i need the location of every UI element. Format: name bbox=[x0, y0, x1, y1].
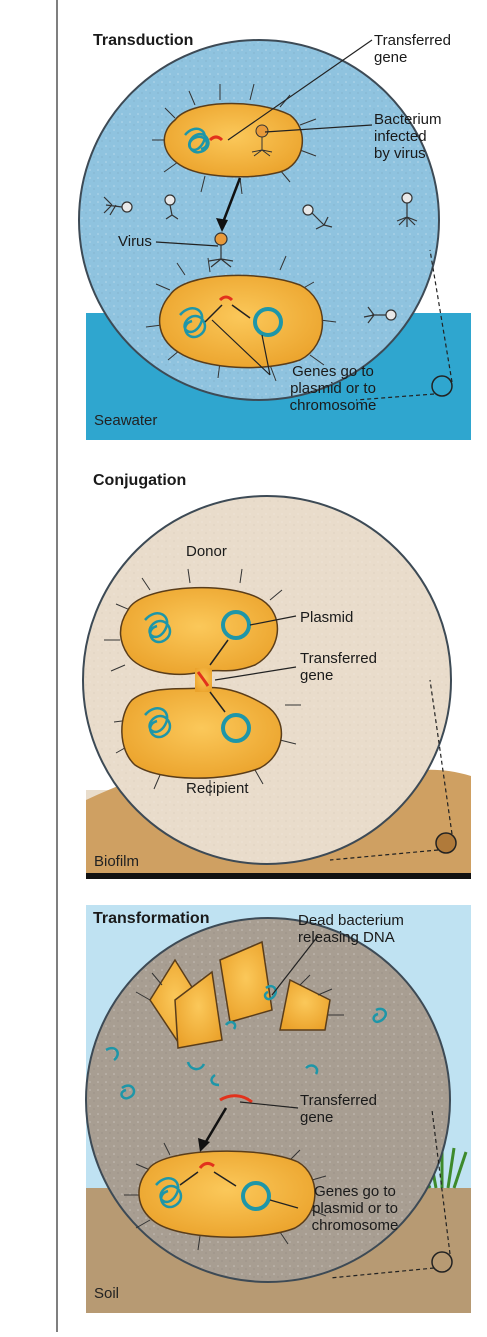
transduction-genes-go-label: Genes go to plasmid or to chromosome bbox=[268, 363, 398, 414]
donor-label: Donor bbox=[186, 543, 227, 560]
label-line: gene bbox=[300, 1109, 377, 1126]
label-line: chromosome bbox=[268, 397, 398, 414]
label-line: chromosome bbox=[290, 1217, 420, 1234]
transduction-transferred-gene-label: Transferred gene bbox=[374, 32, 451, 66]
virus-label: Virus bbox=[118, 233, 152, 250]
recipient-cell-body bbox=[122, 688, 282, 779]
recipient-label: Recipient bbox=[186, 780, 249, 797]
upper-cell-body bbox=[164, 104, 302, 177]
donor-cell-body bbox=[121, 588, 278, 675]
conjugation-title: Conjugation bbox=[93, 472, 186, 489]
biofilm-base-line bbox=[86, 873, 471, 879]
transformation-transferred-gene-label: Transferred gene bbox=[300, 1092, 377, 1126]
transformation-genes-go-label: Genes go to plasmid or to chromosome bbox=[290, 1183, 420, 1234]
dead-bacterium-label: Dead bacterium releasing DNA bbox=[298, 912, 404, 946]
label-line: releasing DNA bbox=[298, 929, 404, 946]
transduction-title: Transduction bbox=[93, 32, 193, 49]
label-line: infected bbox=[374, 128, 442, 145]
biofilm-zoom-circle bbox=[436, 833, 456, 853]
plasmid-label: Plasmid bbox=[300, 609, 353, 626]
label-line: gene bbox=[374, 49, 451, 66]
label-line: Transferred bbox=[374, 32, 451, 49]
transformation-title: Transformation bbox=[93, 910, 209, 927]
label-line: Transferred bbox=[300, 1092, 377, 1109]
label-line: gene bbox=[300, 667, 377, 684]
label-line: plasmid or to bbox=[268, 380, 398, 397]
label-line: Genes go to bbox=[290, 1183, 420, 1200]
conjugation-panel bbox=[83, 496, 471, 879]
label-line: Bacterium bbox=[374, 111, 442, 128]
label-line: by virus bbox=[374, 145, 442, 162]
label-line: Genes go to bbox=[268, 363, 398, 380]
seawater-label: Seawater bbox=[94, 412, 157, 429]
lower-cell-body bbox=[160, 275, 323, 367]
transformation-panel bbox=[86, 905, 471, 1313]
biofilm-label: Biofilm bbox=[94, 853, 139, 870]
transformation-cell-body bbox=[139, 1151, 315, 1237]
bacterium-infected-label: Bacterium infected by virus bbox=[374, 111, 442, 162]
conjugation-transferred-gene-label: Transferred gene bbox=[300, 650, 377, 684]
label-line: plasmid or to bbox=[290, 1200, 420, 1217]
soil-label: Soil bbox=[94, 1285, 119, 1302]
label-line: Dead bacterium bbox=[298, 912, 404, 929]
label-line: Transferred bbox=[300, 650, 377, 667]
